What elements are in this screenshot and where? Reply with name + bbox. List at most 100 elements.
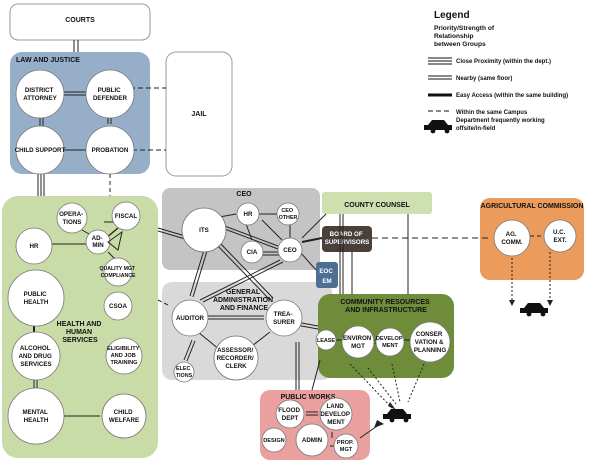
node-circle-environ-mgt xyxy=(341,325,375,359)
label-line: CLERK xyxy=(225,363,247,370)
label-line: QUALITY MGT xyxy=(99,266,135,272)
label-line: DESIGN xyxy=(263,438,284,444)
label-line: MIN xyxy=(92,242,104,249)
node-circle-fiscal xyxy=(111,201,141,231)
label-line: LAND xyxy=(327,403,345,410)
node-circle-district-attorney xyxy=(15,69,65,119)
label-public-health: PUBLIC HEALTH xyxy=(24,291,49,306)
jail-label: JAIL xyxy=(191,111,207,118)
label-conservation: CONSER VATION & PLANNING xyxy=(414,331,446,354)
node-circle-operations xyxy=(56,202,88,234)
node-circle-probation xyxy=(85,125,135,175)
legend-item-same-campus: Within the same Campus xyxy=(456,110,528,116)
node-circle-ceo xyxy=(277,237,303,263)
board-line-1: BOARD OF xyxy=(330,231,363,238)
label-line: PUBLIC xyxy=(98,87,122,94)
label-quality-mgt: QUALITY MGT COMPLIANCE xyxy=(99,266,136,279)
node-circle-assessor xyxy=(213,335,259,381)
legend-swatch-double-line xyxy=(428,75,452,80)
label-admin-pw: ADMIN xyxy=(302,437,323,444)
label-line: HUMAN xyxy=(66,329,92,336)
node-labels: DISTRICT ATTORNEY PUBLIC DEFENDER CHILD … xyxy=(15,87,567,453)
label-child-welfare: CHILD WELFARE xyxy=(109,409,139,424)
node-circle-hr-ceo xyxy=(236,202,260,226)
label-line: OTHER xyxy=(279,215,298,221)
node-circle-uc-ext xyxy=(543,219,577,253)
label-line: ITS xyxy=(199,227,209,234)
label-treasurer: TREA- SURER xyxy=(273,311,295,326)
label-csoa: CSOA xyxy=(109,303,127,310)
label-line: OPERA- xyxy=(59,211,83,218)
label-fiscal: FISCAL xyxy=(115,213,138,220)
label-line: CHILD xyxy=(114,409,133,416)
label-line: CIA xyxy=(247,249,258,256)
label-line: CEO xyxy=(281,208,293,214)
label-line: MENT xyxy=(327,419,345,426)
label-prop-mgt: PROP. MGT xyxy=(337,440,355,453)
node-circle-cia xyxy=(240,240,264,264)
label-line: MGT xyxy=(340,447,353,453)
label-assessor: ASSESSOR/ RECORDER/ CLERK xyxy=(217,347,256,370)
car-icon xyxy=(520,303,548,317)
label-line: SERVICES xyxy=(20,361,51,368)
label-hr-ceo: HR xyxy=(244,211,253,218)
label-district-attorney: DISTRICT ATTORNEY xyxy=(23,87,57,102)
label-operations: OPERA- TIONS xyxy=(59,211,85,226)
county-counsel-box xyxy=(322,192,432,214)
node-circle-mental-health xyxy=(7,387,65,445)
label-line: TIONS xyxy=(63,219,82,226)
courts-box xyxy=(9,3,151,41)
label-line: RECORDER/ xyxy=(217,355,254,362)
node-circle-auditor xyxy=(171,299,209,337)
legend-item-close-proximity: Close Proximity (within the dept.) xyxy=(456,59,551,65)
label-probation: PROBATION xyxy=(92,147,129,154)
node-circle-treasurer xyxy=(265,299,303,337)
label-elections: ELEC TIONS xyxy=(176,366,193,379)
label-line: HEALTH xyxy=(24,299,49,306)
label-line: EXT. xyxy=(553,237,566,244)
node-circle-child-welfare xyxy=(101,393,147,439)
label-line: PUBLIC xyxy=(24,291,48,298)
jail-box xyxy=(165,51,233,177)
node-circle-lease xyxy=(315,329,337,351)
label-line: VATION & xyxy=(415,339,444,346)
label-line: PROP. xyxy=(337,440,354,446)
node-circle-admin xyxy=(85,229,111,255)
board-of-supervisors-label: BOARD OF SUPERVISORS xyxy=(325,231,370,246)
legend-item-offsite: Department frequently working offsite/in… xyxy=(456,118,546,132)
agricultural-commission-label: AGRICULTURAL COMMISSION xyxy=(481,203,584,210)
legend-item-nearby: Nearby (same floor) xyxy=(456,76,512,82)
label-line: HR xyxy=(244,211,253,218)
label-ag-comm: AG. COMM. xyxy=(501,231,523,246)
label-line: AND JOB xyxy=(111,353,136,359)
label-ceo-other: CEO OTHER xyxy=(279,208,298,221)
label-child-support: CHILD SUPPORT xyxy=(15,147,66,154)
label-line: HEALTH xyxy=(24,417,49,424)
label-uc-ext: U.C. EXT. xyxy=(553,229,567,244)
label-line: ALCOHOL xyxy=(20,345,51,352)
label-line: MENTAL xyxy=(23,409,49,416)
node-circle-conservation xyxy=(409,321,451,363)
offsite-arrows xyxy=(349,250,551,409)
label-line: WELFARE xyxy=(109,417,139,424)
node-circle-eligibility xyxy=(105,337,143,375)
label-line: HR xyxy=(30,243,39,250)
label-line: AND FINANCE xyxy=(220,305,269,312)
label-hr-hhs: HR xyxy=(30,243,39,250)
label-line: COMPLIANCE xyxy=(101,273,136,279)
label-lease: LEASE xyxy=(317,338,335,344)
label-line: PROBATION xyxy=(92,147,129,154)
label-line: AUDITOR xyxy=(176,315,205,322)
node-circle-design xyxy=(261,427,287,453)
label-alcohol-drug: ALCOHOL AND DRUG SERVICES xyxy=(18,345,53,368)
label-line: TREA- xyxy=(274,311,293,318)
label-development: DEVELOP MENT xyxy=(376,336,404,349)
car-icon xyxy=(383,409,411,423)
eoc-label: EOC EM xyxy=(319,268,334,285)
board-line-2: SUPERVISORS xyxy=(325,239,370,246)
community-line-1: COMMUNITY RESOURCES xyxy=(340,299,430,306)
label-admin: AD- MIN xyxy=(92,235,105,249)
label-environ-mgt: ENVIRON MGT xyxy=(343,335,373,350)
label-line: TRAINING xyxy=(110,360,137,366)
label-line: ATTORNEY xyxy=(23,95,57,102)
